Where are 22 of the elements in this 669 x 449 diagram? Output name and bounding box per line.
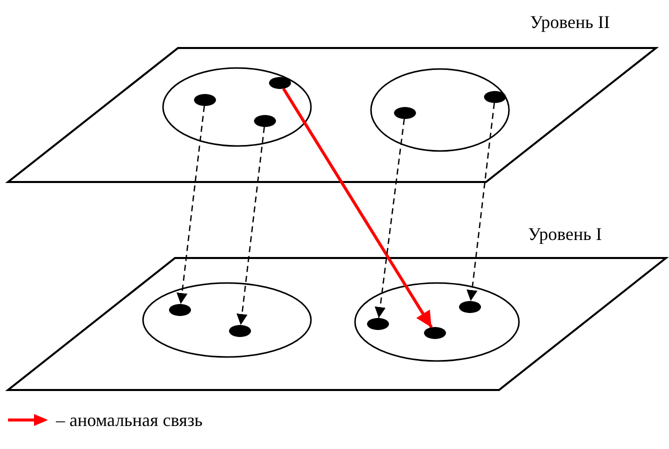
level-label: Уровень II	[530, 12, 610, 33]
element-dot	[229, 325, 251, 337]
element-dot	[424, 327, 446, 339]
element-dot	[194, 94, 216, 106]
element-dot	[484, 91, 506, 103]
arrow	[176, 106, 205, 304]
element-dot	[169, 304, 191, 316]
group-ellipse	[354, 282, 520, 362]
group-ellipse	[142, 282, 312, 358]
element-dot	[254, 115, 276, 127]
element-dot	[269, 77, 291, 89]
element-dot	[459, 301, 481, 313]
legend-text: – аномальная связь	[56, 410, 203, 431]
group-ellipse	[370, 68, 510, 152]
arrow	[282, 88, 433, 328]
arrow	[236, 126, 265, 326]
element-dot	[367, 318, 389, 330]
group-ellipse	[162, 67, 312, 147]
arrow	[374, 118, 405, 318]
level-label: Уровень I	[528, 224, 602, 245]
arrow	[466, 102, 495, 302]
element-dot	[394, 107, 416, 119]
